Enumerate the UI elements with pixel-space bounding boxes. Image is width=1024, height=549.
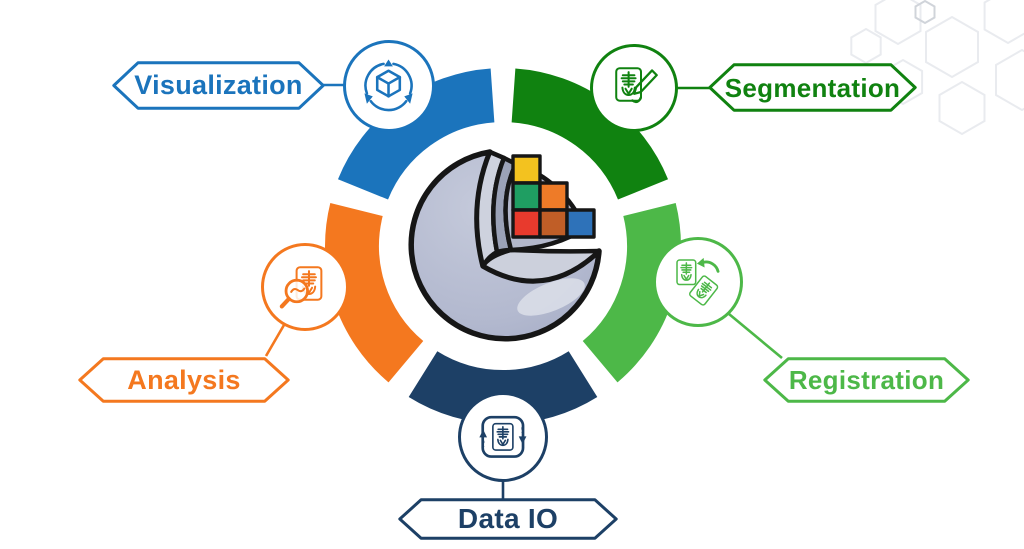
registration-label-text: Registration [788,365,945,395]
registration-icon-badge [653,237,743,327]
xray-search-icon [279,265,323,309]
segmentation-label: Segmentation [708,63,917,112]
logo-highlight [517,278,585,316]
ring-segment-analysis [325,202,424,383]
hexagon-outline [78,357,290,403]
dataio-label-text: Data IO [457,503,559,534]
registration-label: Registration [763,357,970,403]
registration-connector [728,312,783,360]
logo-cube-green [511,181,542,212]
hexagon-outline [708,63,917,112]
visualization-label: Visualization [112,61,325,110]
hexagon-outline [112,61,325,110]
honeycomb-pattern [850,0,1024,136]
logo-cube-rust [538,208,569,239]
logo-cube-orange [538,181,569,212]
xray-align-icon [676,258,720,307]
dataio-label: Data IO [398,498,618,540]
xray-edit-icon [614,66,658,103]
logo-cube-yellow [511,154,542,185]
analysis-label-text: Analysis [127,364,241,395]
dataio-icon-badge [458,392,548,482]
hexagon-outline [398,498,618,540]
logo-cube-blue [565,208,596,239]
logo-voxel-cubes [511,154,596,239]
cube-rotate-icon [364,59,414,112]
logo-cube-red [511,208,542,239]
connectors [264,83,783,500]
segmentation-label-text: Segmentation [724,72,901,103]
analysis-connector [264,324,286,357]
logo-rim-face [480,247,602,284]
visualization-label-text: Visualization [134,70,303,100]
hexagon-outline [763,357,970,403]
app-logo [408,149,602,342]
xray-transfer-icon [479,415,527,459]
ring-segment-registration [582,202,681,383]
analysis-icon-badge [261,243,349,331]
segmentation-icon-badge [590,44,678,132]
ring-segment-segmentation [510,68,669,201]
analysis-label: Analysis [78,357,290,403]
visualization-icon-badge [343,40,435,132]
